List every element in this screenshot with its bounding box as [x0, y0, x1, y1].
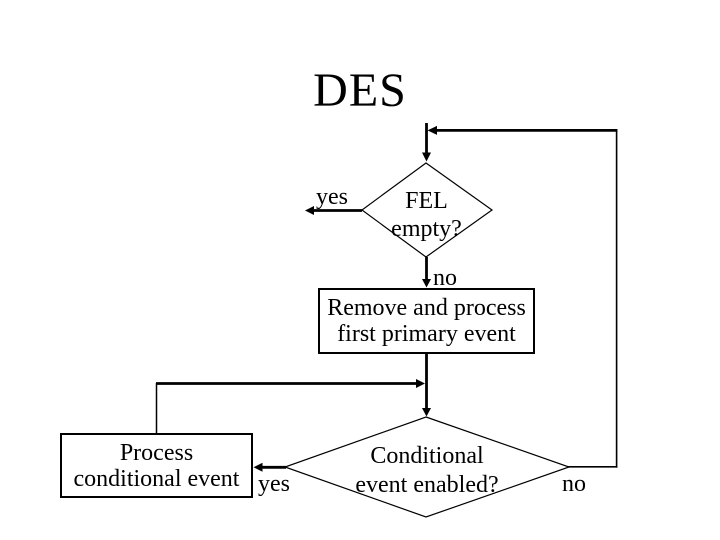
arrowhead-into-fel-diamond — [422, 152, 431, 162]
arrowhead-feed-right — [416, 379, 425, 388]
box-remove-process-line1: Remove and process — [327, 295, 526, 321]
box-process-conditional-line1: Process — [119, 439, 194, 466]
label-yes-bottom: yes — [258, 471, 290, 497]
box-process-conditional-line2: conditional event — [73, 465, 240, 492]
box-remove-process-line2: first primary event — [337, 321, 516, 347]
decision-conditional-text-line2: event enabled? — [355, 472, 499, 498]
page-title: DES — [313, 64, 407, 117]
decision-conditional-text-line1: Conditional — [370, 443, 484, 469]
label-yes-top: yes — [316, 184, 348, 210]
decision-fel-empty-text-line2: empty? — [391, 216, 462, 242]
box-remove-process: Remove and process first primary event — [318, 288, 535, 354]
label-no-top: no — [433, 265, 457, 291]
box-process-conditional: Process conditional event — [60, 433, 253, 498]
decision-fel-empty-text-line1: FEL — [405, 188, 448, 214]
arrowhead-loop-left — [427, 125, 437, 135]
arrowhead-into-conditional-diamond — [422, 408, 431, 417]
arrowhead-yes-bottom — [253, 462, 263, 472]
decision-fel-empty-shape — [360, 162, 494, 258]
arrowhead-yes-top — [305, 206, 314, 215]
arrowhead-into-remove-box — [422, 279, 431, 288]
label-no-bottom: no — [562, 471, 586, 497]
decision-conditional-enabled-shape — [283, 416, 571, 518]
